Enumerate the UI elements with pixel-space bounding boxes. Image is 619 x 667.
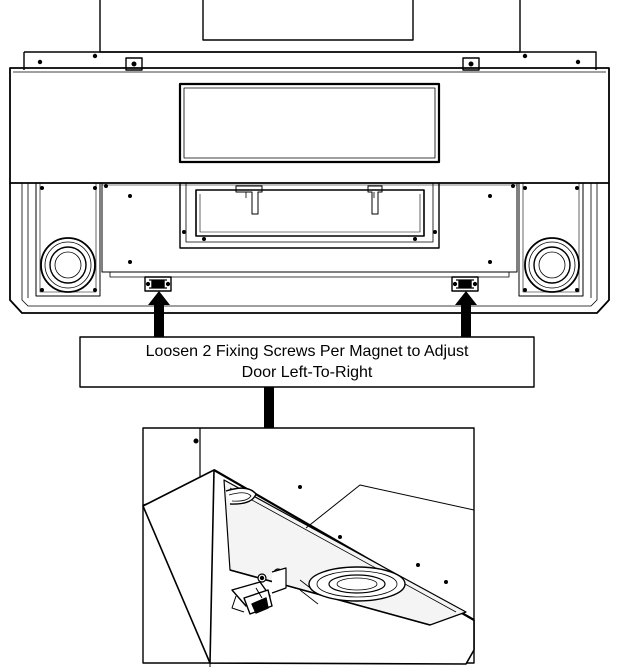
callout-box (79, 336, 535, 388)
left-door-magnet (144, 276, 172, 292)
detail-light-partial (225, 487, 257, 505)
detail-magnet-icon (231, 567, 287, 615)
left-pointer-arrow (148, 291, 170, 337)
detail-view (142, 427, 475, 667)
left-light-icon (40, 237, 96, 293)
detail-light-icon (308, 566, 406, 602)
rear-flange (23, 51, 597, 71)
canopy-front-panel (9, 67, 610, 184)
right-light-icon (524, 237, 580, 293)
top-duct (99, 0, 521, 53)
inner-filter-frame (179, 183, 440, 249)
right-door-magnet (451, 276, 479, 292)
lower-body (9, 183, 610, 314)
cabinet-front-view (9, 0, 610, 314)
right-pointer-arrow (455, 291, 477, 337)
